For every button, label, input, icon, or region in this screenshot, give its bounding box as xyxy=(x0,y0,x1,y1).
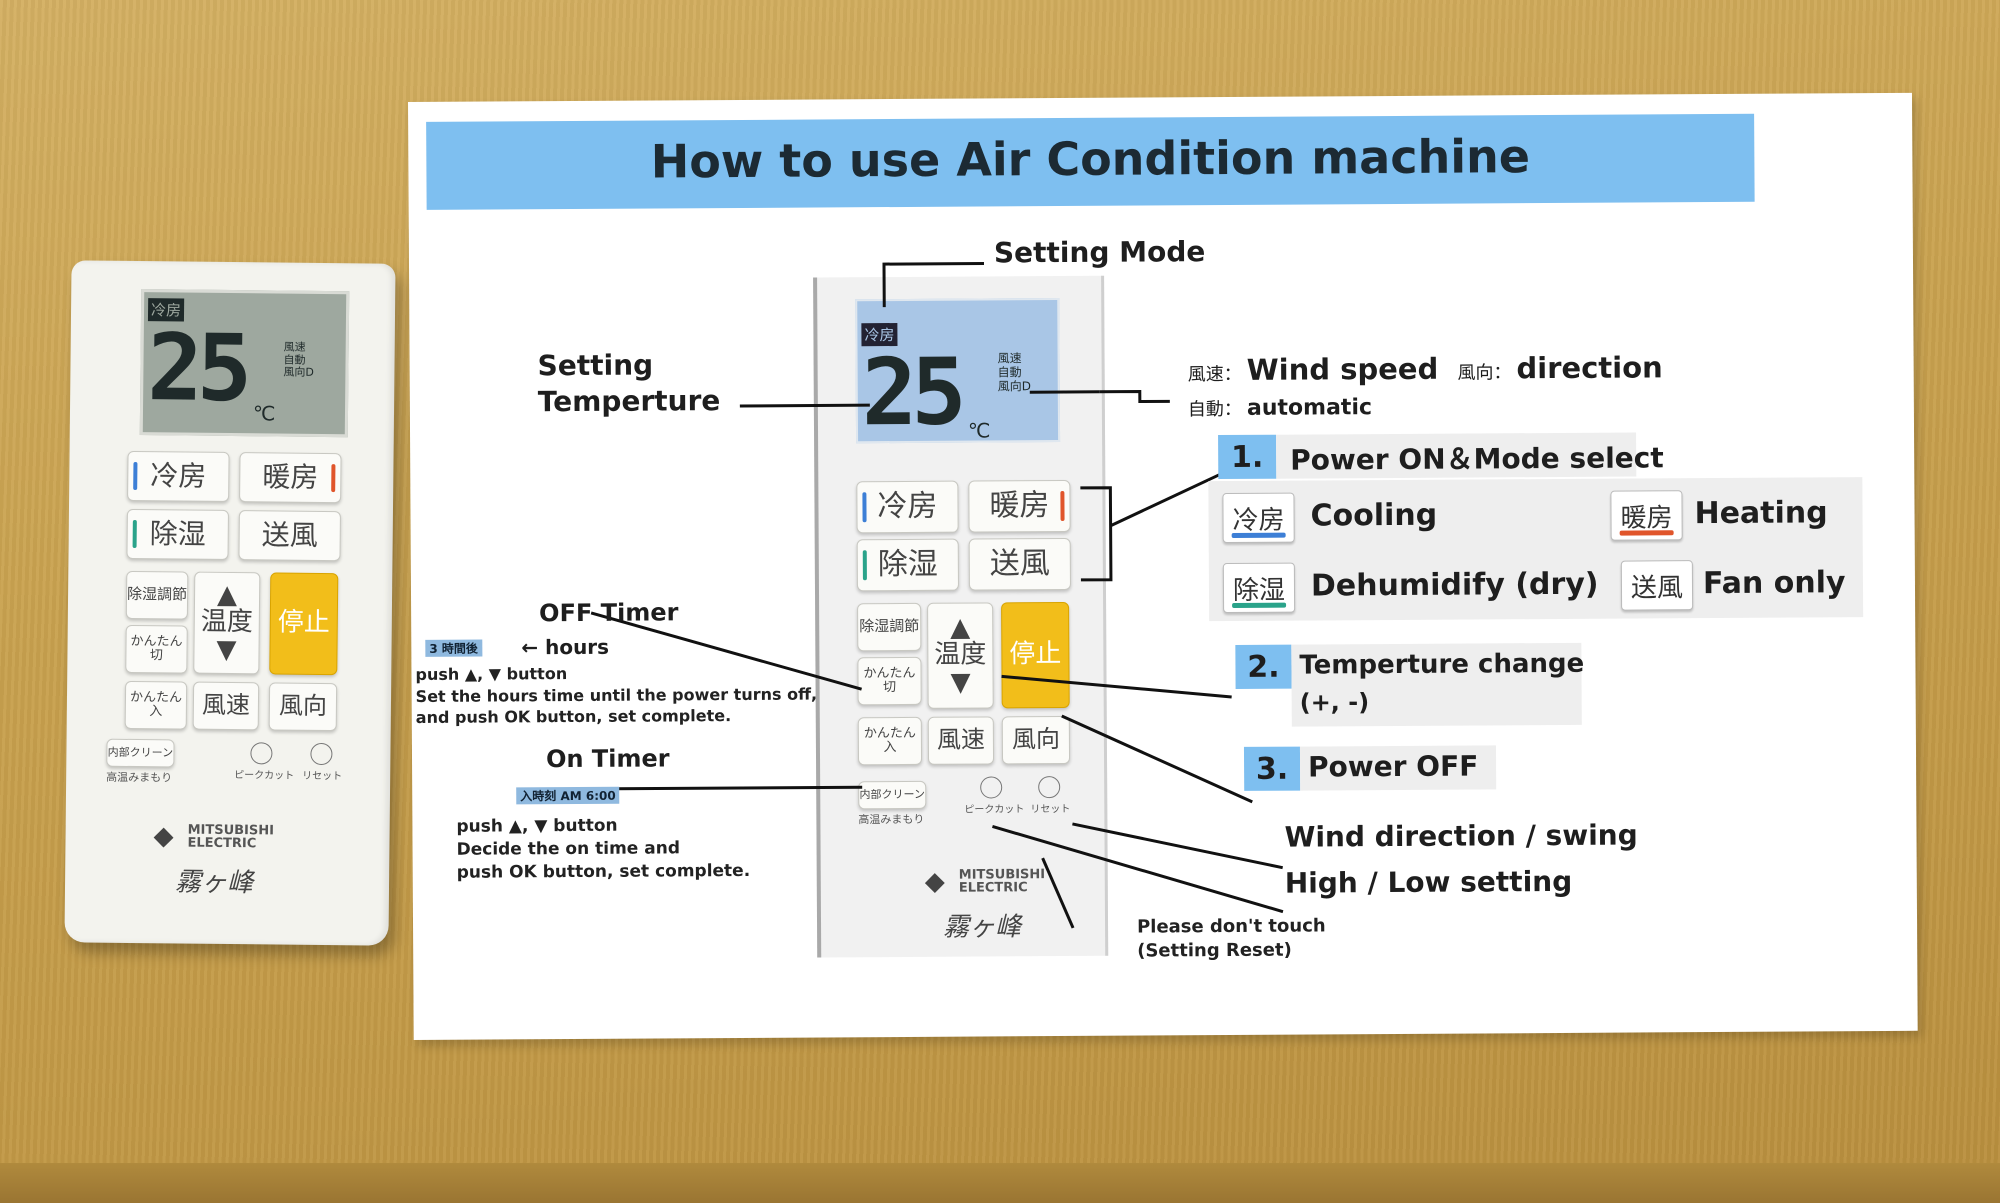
dehumidify-label: Dehumidify (dry) xyxy=(1310,566,1599,604)
lcd-temperature: 25 xyxy=(146,314,247,423)
step-1-number: 1. xyxy=(1218,434,1277,480)
peak-cut-label: ピークカット xyxy=(234,770,295,782)
setting-temp-label-2: Temperture xyxy=(537,384,721,419)
peak-cut-button[interactable] xyxy=(250,742,273,765)
legend-heat-button: 暖房 xyxy=(1610,490,1683,541)
fan-speed-button[interactable]: 風速 xyxy=(192,681,260,731)
off-timer-button[interactable]: かんたん切 xyxy=(125,624,188,674)
dry-button[interactable]: 除湿 xyxy=(126,508,229,560)
clean-button[interactable]: 内部クリーン xyxy=(106,738,175,768)
reset-label: リセット xyxy=(302,770,343,783)
cool-button[interactable]: 冷房 xyxy=(127,450,230,502)
off-timer-label: OFF Timer xyxy=(539,598,679,628)
fan-button[interactable]: 送風 xyxy=(238,510,341,562)
heat-button[interactable]: 暖房 xyxy=(239,452,342,504)
fan-only-label: Fan only xyxy=(1702,565,1846,602)
lcd-status: 風速 自動 風向D xyxy=(283,340,314,380)
table-edge xyxy=(0,1163,2000,1203)
lcd-unit: ℃ xyxy=(252,401,276,426)
on-timer-label: On Timer xyxy=(545,744,670,774)
dont-touch-note: Please don't touch (Setting Reset) xyxy=(1136,915,1326,962)
wind-direction-label: Wind direction / swing xyxy=(1284,818,1638,854)
step-1-label: Power ON＆Mode select xyxy=(1290,441,1664,477)
on-timer-instructions: push ▲, ▼ button Decide the on time and … xyxy=(456,815,751,883)
step-2-label-2: (+, -) xyxy=(1299,688,1370,717)
step-2-number: 2. xyxy=(1235,644,1292,689)
on-timer-button[interactable]: かんたん入 xyxy=(124,680,188,730)
setting-mode-label: Setting Mode xyxy=(993,235,1206,270)
off-timer-instructions: push ▲, ▼ button Set the hours time unti… xyxy=(415,664,818,728)
cooling-label: Cooling xyxy=(1310,497,1438,534)
remote-lcd: 冷房 25 ℃ 風速 自動 風向D xyxy=(139,289,350,438)
legend-fan-button: 送風 xyxy=(1620,560,1694,611)
instruction-sheet: How to use Air Condition machine 冷房 25 ℃… xyxy=(408,92,1918,1040)
brand-name: MITSUBISHI ELECTRIC xyxy=(187,822,275,852)
legend-dry-button: 除湿 xyxy=(1222,562,1296,614)
reset-button[interactable] xyxy=(310,742,333,766)
direction-button[interactable]: 風向 xyxy=(268,682,338,732)
high-low-label: High / Low setting xyxy=(1284,864,1573,900)
hours-label: ← hours xyxy=(521,634,610,660)
step-3-label: Power OFF xyxy=(1307,749,1479,784)
temp-watch-note: 高温みまもり xyxy=(106,770,173,785)
heating-label: Heating xyxy=(1694,495,1828,532)
series-logo: 霧ヶ峰 xyxy=(174,867,254,899)
on-timer-display: 入時刻 AM 6:00 xyxy=(516,786,620,805)
temp-button[interactable]: ▲温度▼ xyxy=(193,571,261,675)
off-timer-display: 3 時間後 xyxy=(425,639,482,657)
step-3-number: 3. xyxy=(1243,746,1301,791)
step-2-label-1: Temperture change xyxy=(1299,648,1585,681)
leader-lines xyxy=(590,261,1284,929)
physical-remote: 冷房 25 ℃ 風速 自動 風向D 冷房 暖房 除湿 送風 除湿調節 ▲温度▼ … xyxy=(64,260,396,946)
automatic-legend: 自動： automatic xyxy=(1187,395,1373,421)
legend-cool-button: 冷房 xyxy=(1222,492,1295,544)
setting-temp-label-1: Setting xyxy=(537,348,654,383)
dehumid-adjust-button[interactable]: 除湿調節 xyxy=(125,570,189,620)
status-legend: 風速： Wind speed 風向： direction xyxy=(1187,350,1663,387)
mitsubishi-logo-icon: ◆ xyxy=(153,821,174,852)
stop-button[interactable]: 停止 xyxy=(269,572,339,676)
